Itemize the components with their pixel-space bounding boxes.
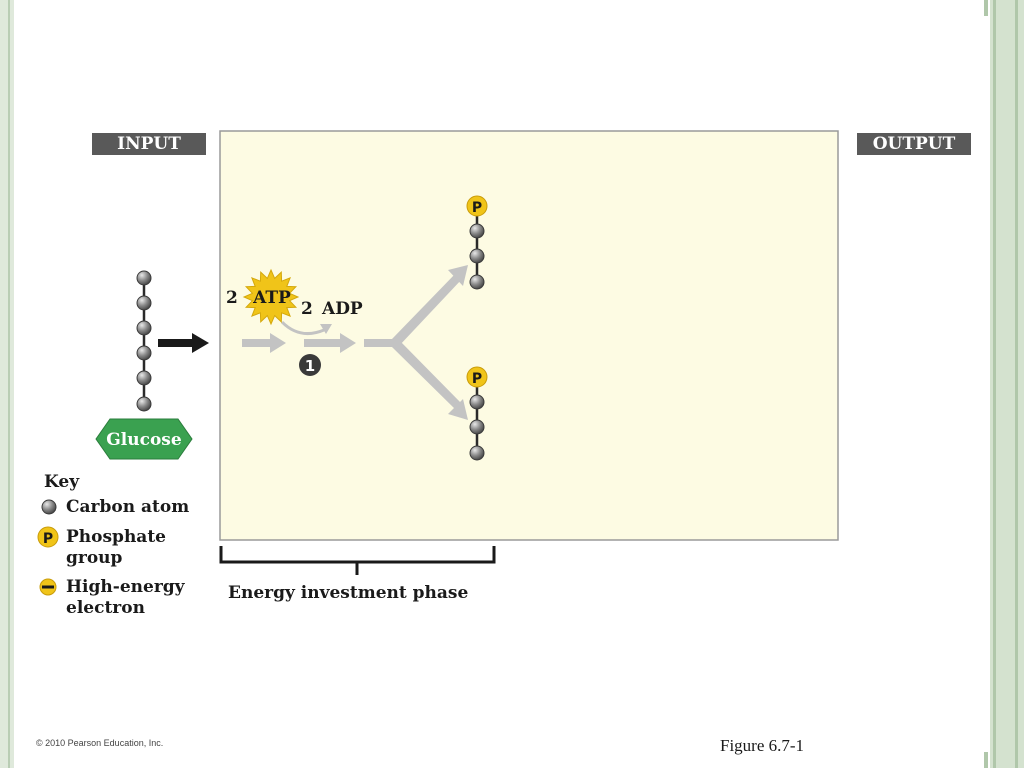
phosphate-group (466, 366, 488, 388)
atp-starburst-icon (242, 268, 300, 326)
step-number: 1 (305, 357, 315, 375)
step-arrow-gray (242, 333, 286, 353)
phosphate-symbol: P (472, 371, 482, 387)
carbon-atom (136, 295, 152, 311)
carbon-atom (136, 270, 152, 286)
key-phosphate-icon (37, 526, 59, 548)
adp-label: ADP (321, 299, 363, 319)
key-phosphate-label: Phosphate group (66, 527, 166, 568)
carbon-atom (136, 370, 152, 386)
carbon-atom (136, 345, 152, 361)
key-carbon-label: Carbon atom (66, 497, 190, 517)
product-molecule-upper: P (466, 195, 488, 290)
phosphate-group (466, 195, 488, 217)
carbon-atom (469, 419, 485, 435)
input-arrow (158, 333, 209, 353)
energy-investment-panel (219, 130, 839, 541)
product-molecule-lower: P (466, 366, 488, 461)
atp-label: ATP (252, 288, 291, 308)
slide-frame-left (0, 0, 14, 768)
key-carbon-icon (41, 499, 57, 515)
phase-bracket (219, 546, 496, 564)
input-label: INPUT (92, 133, 206, 155)
slide-frame-left-line (8, 0, 10, 768)
glucose-molecule (136, 270, 152, 412)
phosphate-symbol: P (472, 200, 482, 216)
carbon-atom (469, 445, 485, 461)
glucose-label: Glucose (106, 430, 182, 450)
glucose-badge (95, 418, 193, 460)
carbon-atom (136, 396, 152, 412)
key-electron-label: High-energy electron (66, 577, 185, 618)
atp-adp-curve (280, 320, 325, 336)
copyright-notice: © 2010 Pearson Education, Inc. (36, 738, 164, 748)
slide-frame-tick (984, 752, 988, 768)
split-arrows (364, 265, 468, 420)
step-arrow-gray (304, 333, 356, 353)
slide-frame-right-line (1015, 0, 1018, 768)
carbon-atom (469, 394, 485, 410)
adp-count: 2 (301, 299, 313, 319)
carbon-atom (469, 248, 485, 264)
carbon-atom (469, 223, 485, 239)
slide-frame-tick (984, 0, 988, 16)
slide-frame-right-line (993, 0, 996, 768)
key-electron-minus (42, 585, 54, 589)
atp-count: 2 (226, 288, 238, 308)
key-title: Key (44, 472, 80, 492)
carbon-atom (136, 320, 152, 336)
output-label: OUTPUT (857, 133, 971, 155)
key-phosphate-symbol: P (43, 531, 53, 547)
step-number-badge (299, 354, 321, 376)
atp-adp-curve-head (320, 324, 332, 334)
figure-label: Figure 6.7-1 (720, 736, 805, 755)
carbon-atom (469, 274, 485, 290)
phase-label: Energy investment phase (228, 583, 469, 603)
